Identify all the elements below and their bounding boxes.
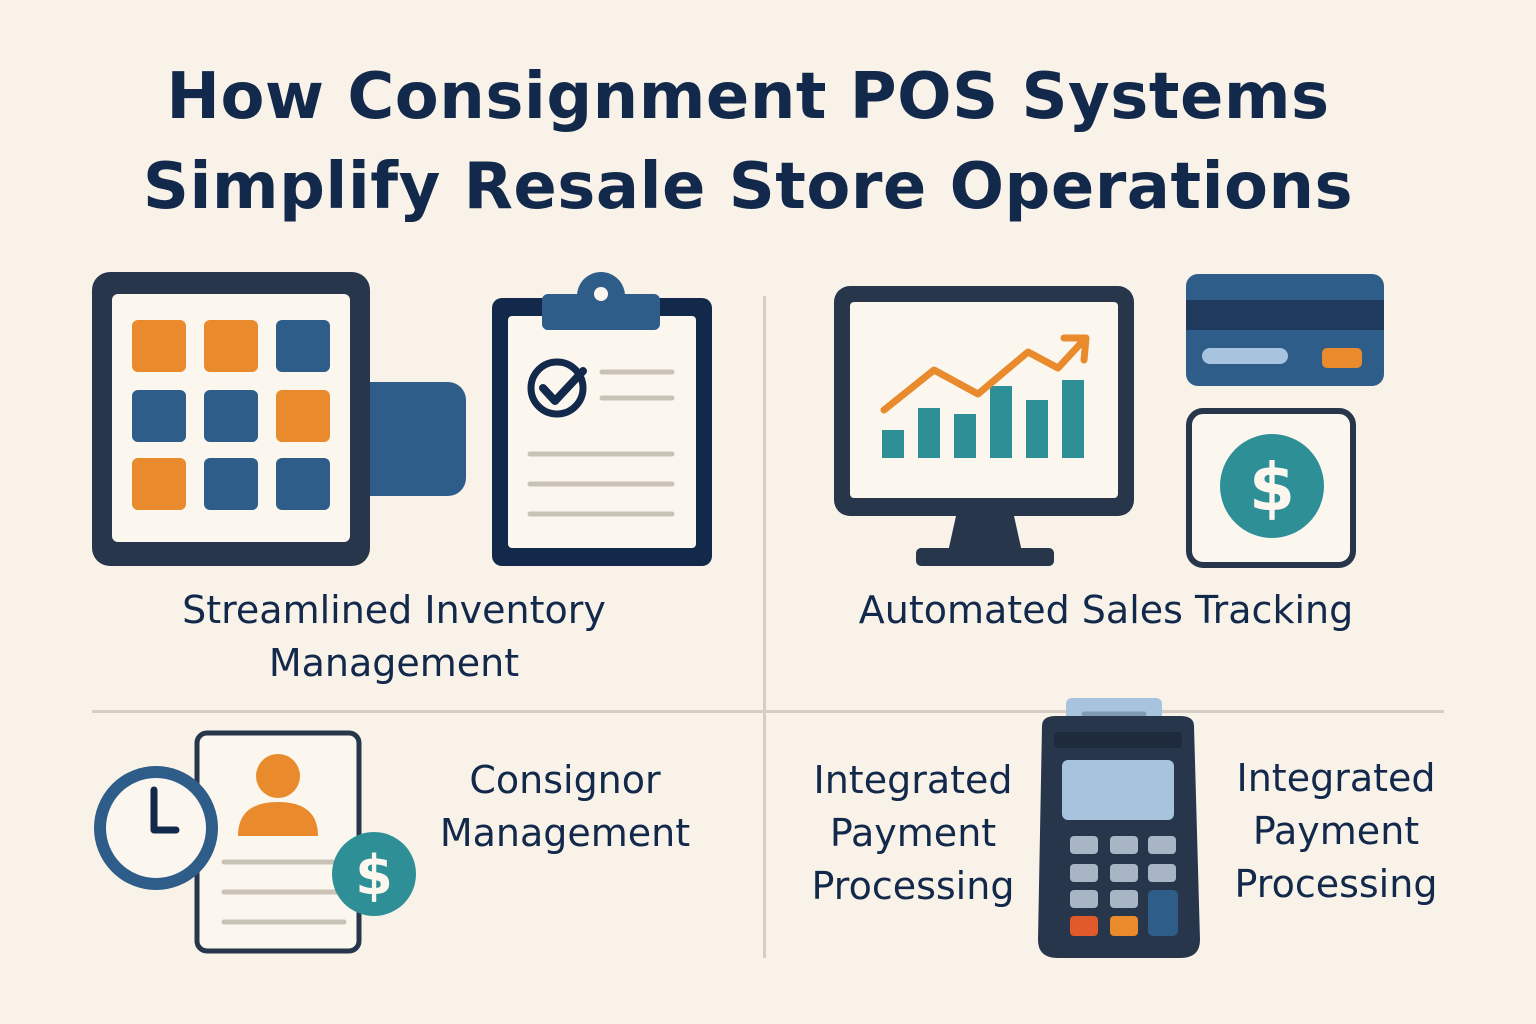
consignor-label: Consignor Management (439, 758, 691, 855)
title-line-1: How Consignment POS Systems (166, 60, 1330, 134)
svg-text:$: $ (1249, 449, 1295, 526)
svg-text:$: $ (355, 844, 393, 907)
vertical-divider (763, 296, 766, 958)
horizontal-divider (92, 710, 1444, 713)
monitor-chart-icon (834, 286, 1134, 566)
card-terminal-icon (1038, 698, 1200, 958)
dollar-coin-icon: $ (332, 832, 416, 916)
payment-label-left: Integrated Payment Processing (811, 758, 1015, 908)
payment-label-right: Integrated Payment Processing (1234, 756, 1438, 906)
clock-icon (94, 766, 218, 890)
sales-label: Automated Sales Tracking (858, 588, 1354, 632)
credit-card-icon (1186, 274, 1384, 386)
pos-tablet-icon (92, 272, 466, 566)
title-line-2: Simplify Resale Store Operations (142, 150, 1354, 224)
clipboard-checklist-icon (492, 272, 712, 566)
page-title: How Consignment POS Systems Simplify Res… (0, 52, 1496, 232)
profile-card-icon (194, 730, 362, 954)
inventory-label: Streamlined Inventory Management (182, 588, 606, 685)
dollar-card-icon: $ (1186, 408, 1356, 568)
